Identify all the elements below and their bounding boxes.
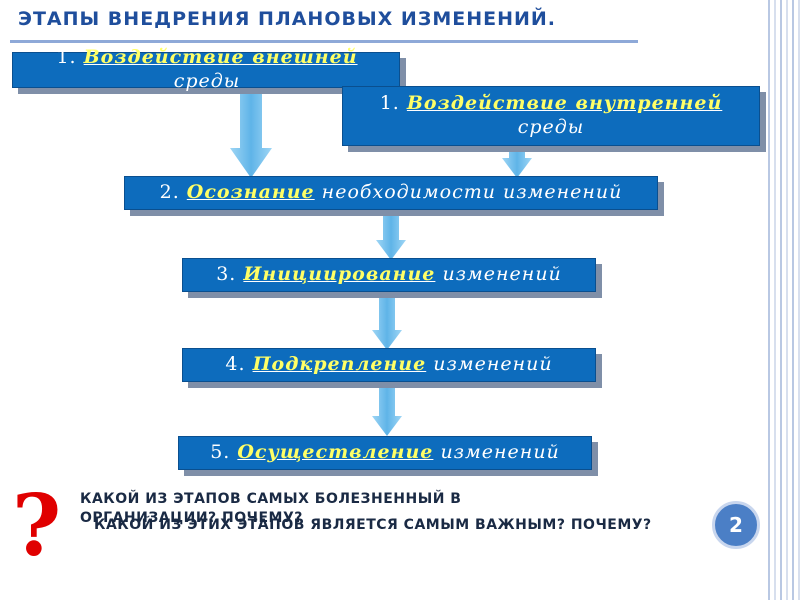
page-number-badge: 2 [712, 501, 760, 549]
question-2: КАКОЙ ИЗ ЭТИХ ЭТАПОВ ЯВЛЯЕТСЯ САМЫМ ВАЖН… [94, 517, 652, 533]
stage-awareness: 2. Осознание необходимости изменений [124, 176, 658, 210]
question-mark-icon: ? [12, 476, 62, 575]
stage-key-term: Инициирование [243, 263, 436, 286]
stage-key-term: Воздействие внутренней [406, 92, 723, 115]
stage-number: 1. [56, 46, 77, 69]
stage-key-term: Подкрепление [252, 353, 427, 376]
down-arrow-icon [372, 298, 402, 350]
stage-internal-environment: 1. Воздействие внутренней среды [342, 86, 760, 146]
decorative-stripes [764, 0, 800, 600]
down-arrow-icon [376, 210, 406, 260]
down-arrow-icon [230, 86, 272, 178]
stage-rest: изменений [433, 441, 560, 464]
stage-reinforcement: 4. Подкрепление изменений [182, 348, 596, 382]
slide-title: ЭТАПЫ ВНЕДРЕНИЯ ПЛАНОВЫХ ИЗМЕНЕНИЙ. [18, 8, 557, 30]
stage-number: 2. [159, 181, 180, 204]
stage-key-term: Воздействие внешней [83, 46, 358, 69]
stage-key-term: Осуществление [237, 441, 434, 464]
stage-number: 5. [210, 441, 231, 464]
stage-number: 1. [379, 92, 400, 115]
title-underline [10, 40, 638, 43]
question-1: КАКОЙ ИЗ ЭТАПОВ САМЫХ БОЛЕЗНЕННЫЙ В ОРГА… [80, 491, 462, 526]
stage-rest: среды [517, 116, 585, 138]
stage-rest: изменений [426, 353, 553, 376]
stage-rest: среды [173, 70, 241, 92]
stage-initiation: 3. Инициирование изменений [182, 258, 596, 292]
stage-implementation: 5. Осуществление изменений [178, 436, 592, 470]
stage-rest: необходимости изменений [314, 181, 623, 204]
stage-number: 3. [216, 263, 237, 286]
stage-number: 4. [225, 353, 246, 376]
stage-key-term: Осознание [186, 181, 315, 204]
stage-rest: изменений [435, 263, 562, 286]
down-arrow-icon [372, 386, 402, 436]
stage-external-environment: 1. Воздействие внешней среды [12, 46, 400, 92]
